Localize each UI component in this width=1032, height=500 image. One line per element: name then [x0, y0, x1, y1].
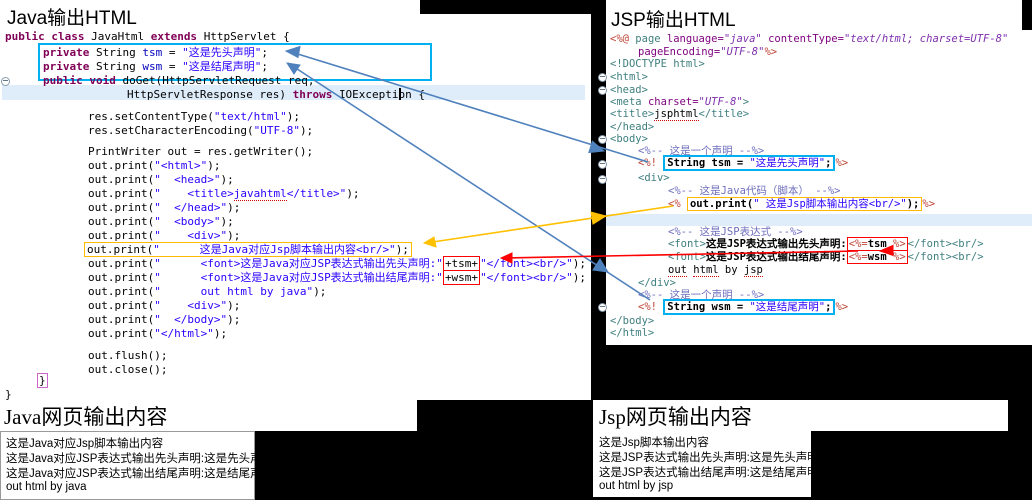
code-line[interactable]: <%! String tsm = "这是先头声明";%> [638, 155, 849, 171]
code-line[interactable]: <%! String wsm = "这是结尾声明";%> [638, 299, 849, 315]
code-line[interactable]: pageEncoding="UTF-8"%> [638, 46, 778, 58]
code-line[interactable]: <html> [610, 71, 648, 83]
code-line[interactable]: public void doGet(HttpServletRequest req… [43, 74, 315, 87]
collapse-icon[interactable] [1, 77, 10, 86]
collapse-icon[interactable] [598, 175, 607, 184]
java-result-title-strip [0, 400, 417, 431]
code-line[interactable]: out.print("<html>"); [88, 159, 221, 172]
code-line[interactable]: <% out.print(" 这是Jsp脚本输出内容<br/>");%> [668, 197, 936, 211]
code-highlight-box: String tsm = "这是先头声明"; [663, 155, 836, 171]
output-line: out html by jsp [599, 480, 674, 492]
jsp-code-editor[interactable]: JSP输出HTML <%@ page language="java" conte… [606, 0, 1032, 345]
code-highlight-box: out.print(" 这是Jsp脚本输出内容<br/>"); [686, 197, 923, 211]
code-line[interactable]: out.print(" <title>javahtml</title>"); [88, 187, 360, 201]
code-line[interactable]: </head> [610, 121, 655, 133]
code-line[interactable]: out.print(" </body>"); [88, 313, 241, 326]
code-line[interactable]: <%-- 这是JSP表达式 --%> [668, 226, 803, 238]
current-line-highlight [606, 214, 1032, 226]
code-line[interactable]: out.print(" <body>"); [88, 215, 234, 228]
output-line: 这是Java对应JSP表达式输出结尾声明:这是结尾声明 [6, 468, 274, 480]
output-line: 这是JSP表达式输出结尾声明:这是结尾声明 [599, 467, 819, 479]
collapse-icon[interactable] [598, 160, 607, 169]
code-line[interactable]: out html by jsp [668, 264, 763, 277]
output-line: 这是JSP表达式输出先头声明:这是先头声明 [599, 452, 819, 464]
code-line[interactable]: out.print(" <head>"); [88, 173, 234, 186]
code-line[interactable]: out.flush(); [88, 349, 168, 362]
java-code-editor[interactable]: Java输出HTML public class JavaHtml extends… [0, 0, 591, 400]
java-output-window: 这是Java对应Jsp脚本输出内容 这是Java对应JSP表达式输出先头声明:这… [0, 431, 273, 500]
code-highlight-box: <%=wsm %> [846, 250, 908, 264]
code-line[interactable]: <%-- 这是Java代码（脚本） --%> [668, 185, 841, 197]
jsp-code-lines: <%@ page language="java" contentType="te… [606, 0, 1032, 345]
code-line[interactable]: out.print("</html>"); [88, 327, 228, 340]
java-result-title: Java网页输出内容 [4, 405, 168, 429]
code-line[interactable]: out.close(); [88, 363, 168, 376]
output-line: 这是Java对应Jsp脚本输出内容 [6, 438, 164, 450]
code-line[interactable]: HttpServletResponse res) throws IOExcept… [127, 88, 426, 101]
code-line[interactable]: out.print(" <font>这是Java对应JSP表达式输出先头声明:"… [88, 256, 587, 271]
code-line[interactable]: </body> [610, 315, 655, 327]
code-line[interactable]: out.print(" </head>"); [88, 201, 241, 214]
code-line[interactable]: <!DOCTYPE html> [610, 58, 705, 70]
collapse-icon[interactable] [598, 73, 607, 82]
collapse-icon[interactable] [598, 135, 607, 144]
code-line[interactable]: <body> [610, 133, 648, 145]
code-line[interactable]: out.print(" <div>"); [88, 229, 241, 242]
java-code-lines: public class JavaHtml extends HttpServle… [0, 0, 591, 400]
jsp-result-title-strip [593, 400, 1008, 431]
code-line[interactable]: out.print(" <font>这是Java对应JSP表达式输出结尾声明:"… [88, 270, 587, 285]
code-line[interactable]: public class JavaHtml extends HttpServle… [5, 30, 290, 43]
code-line[interactable]: PrintWriter out = res.getWriter(); [88, 145, 314, 158]
output-line: out html by java [6, 481, 87, 493]
code-line[interactable]: </div> [638, 277, 676, 289]
code-line[interactable]: res.setCharacterEncoding("UTF-8"); [88, 124, 314, 137]
jsp-output-window: 这是Jsp脚本输出内容 这是JSP表达式输出先头声明:这是先头声明 这是JSP表… [593, 431, 819, 497]
java-panel-title: Java输出HTML [7, 8, 137, 29]
code-line[interactable]: } [5, 388, 12, 400]
code-line[interactable]: } [37, 373, 48, 388]
code-line[interactable]: <div> [638, 172, 670, 184]
code-highlight-box: <%=tsm %> [846, 237, 908, 251]
black-notch [1022, 0, 1032, 30]
code-line[interactable]: <font>这是JSP表达式输出先头声明:<%=tsm %></font><br… [668, 237, 984, 251]
jsp-panel-title: JSP输出HTML [611, 10, 736, 31]
output-line: 这是Jsp脚本输出内容 [599, 437, 709, 449]
collapse-icon[interactable] [598, 86, 607, 95]
code-line[interactable]: res.setContentType("text/html"); [88, 110, 300, 123]
code-line[interactable]: out.print(" <div>"); [88, 299, 241, 312]
black-notch [420, 0, 591, 14]
code-line[interactable]: </html> [610, 327, 655, 339]
code-line[interactable]: private String wsm = "这是结尾声明"; [43, 60, 268, 73]
code-line[interactable]: <%@ page language="java" contentType="te… [610, 33, 1009, 45]
code-line[interactable]: <meta charset="UTF-8"> [610, 96, 750, 108]
text-caret [399, 88, 401, 100]
code-line[interactable]: <font>这是JSP表达式输出结尾声明:<%=wsm %></font><br… [668, 250, 984, 264]
code-highlight-box: String wsm = "这是结尾声明"; [663, 299, 836, 315]
code-line[interactable]: private String tsm = "这是先头声明"; [43, 46, 268, 59]
code-line[interactable]: out.print(" 这是Java对应Jsp脚本输出内容<br/>"); [84, 242, 412, 257]
code-line[interactable]: out.print(" out html by java"); [88, 285, 327, 298]
code-line[interactable]: <title>jsphtml</title> [610, 108, 750, 121]
jsp-result-title: Jsp网页输出内容 [599, 405, 752, 429]
code-line[interactable]: <head> [610, 84, 648, 96]
output-line: 这是Java对应JSP表达式输出先头声明:这是先头声明 [6, 453, 274, 465]
collapse-icon[interactable] [598, 303, 607, 312]
